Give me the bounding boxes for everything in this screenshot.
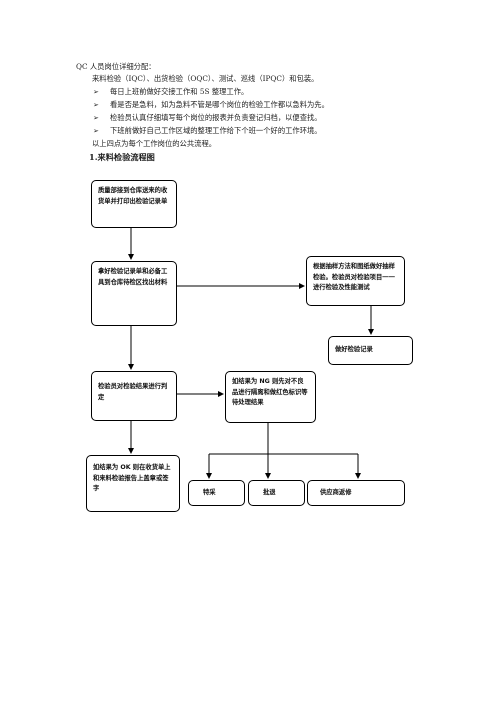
arrow-bullet-icon: ➢ [93,114,99,122]
intro-line: QC 人员岗位详细分配： [76,62,156,71]
flow-box-fetch-material: 拿好检验记录单和必备工具到仓库待检区找出材料 [91,261,177,326]
flow-box-supplier-rework: 供应商返修 [307,480,405,506]
flow-box-special-accept: 特采 [188,480,245,506]
bullet-item: 每日上班前做好交接工作和 5S 整理工作。 [110,87,249,96]
flow-box-reject: 批退 [248,480,305,506]
flow-box-ng-isolate: 如结果为 NG 则先对不良品进行隔离和做红色标识等待处理结果 [225,371,316,423]
flow-box-judge-result: 检验员对检验结果进行判定 [91,371,177,421]
bullet-item: 检验员认真仔细填写每个岗位的报表并负责登记归档，以便查找。 [110,113,322,122]
arrow-bullet-icon: ➢ [93,88,99,96]
bullet-item: 看是否是急料，如为急料不管是哪个岗位的检验工作都以急料为先。 [110,100,329,109]
section-title: 1.来料检验流程图 [89,152,155,162]
bullet-item: 下班前做好自己工作区域的整理工作给下个班一个好的工作环境。 [110,126,322,135]
flow-box-ok-stamp: 如结果为 OK 则在收货单上和来料检验报告上盖章或签字 [86,455,180,512]
closing-line: 以上四点为每个工作岗位的公共流程。 [92,139,217,148]
arrow-bullet-icon: ➢ [93,101,99,109]
flow-box-sampling-inspection: 根据抽样方法和图纸做好抽样检验。检验员对检验项目一一进行检验及性能测试 [306,256,405,306]
flow-box-record: 做好检验记录 [328,336,413,365]
arrow-bullet-icon: ➢ [93,127,99,135]
sub-intro-line: 来料检验（IQC）、出货检验（OQC）、测试、巡线（IPQC）和包装。 [92,74,319,83]
flow-box-receive-slip: 质量部接到仓库送来的收货单并打印出检验记录单 [91,180,177,228]
